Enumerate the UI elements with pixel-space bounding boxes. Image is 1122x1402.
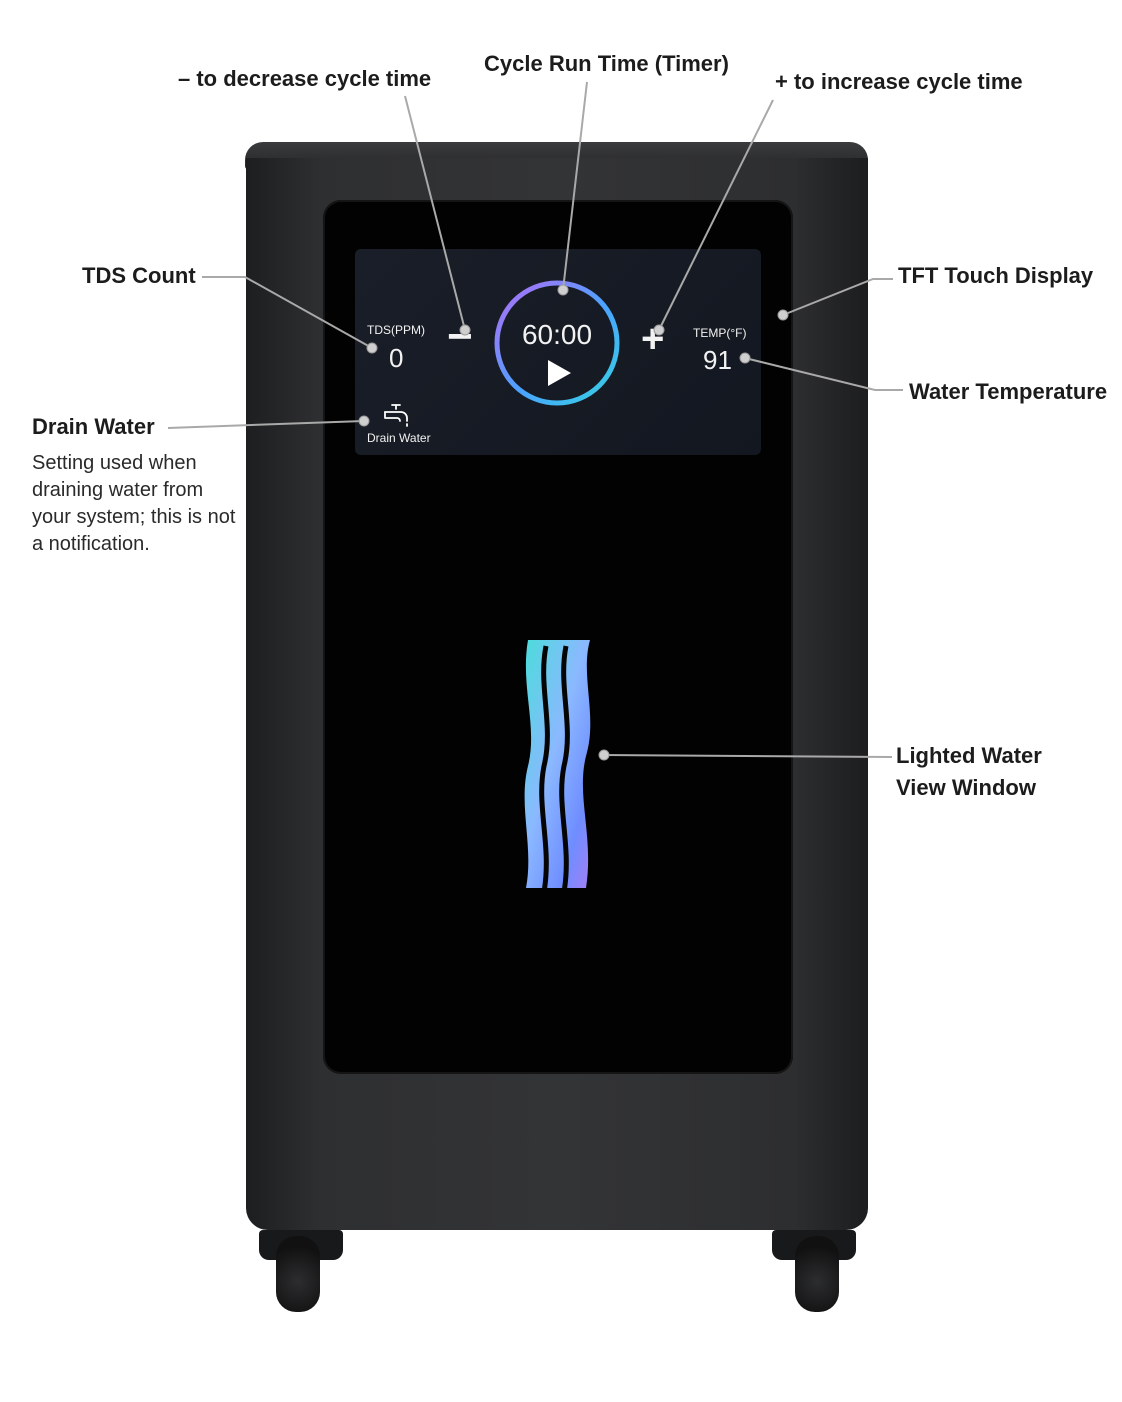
faucet-icon[interactable] <box>382 402 412 428</box>
tds-title: TDS(PPM) <box>367 323 425 337</box>
decrease-time-button[interactable]: − <box>447 312 473 361</box>
window-callout-line2: View Window <box>896 775 1036 800</box>
lighted-water-window <box>524 640 591 888</box>
temperature-callout: Water Temperature <box>909 379 1108 404</box>
temp-value: 91 <box>703 345 732 375</box>
temp-title: TEMP(°F) <box>693 326 747 340</box>
timer-callout: Cycle Run Time (Timer) <box>484 51 729 76</box>
decrease-callout: – to decrease cycle time <box>178 66 432 91</box>
tds-value: 0 <box>389 343 404 373</box>
increase-callout: + to increase cycle time <box>775 69 1023 94</box>
drain-water-button[interactable]: Drain Water <box>367 431 431 445</box>
window-callout-line1: Lighted Water <box>896 743 1042 768</box>
drain-description: Setting used when draining water from yo… <box>32 452 236 555</box>
caster-wheel-right <box>795 1236 839 1312</box>
drain-callout: Drain Water <box>32 414 155 439</box>
timer-value: 60:00 <box>521 319 593 350</box>
tds-callout: TDS Count <box>82 263 196 288</box>
caster-wheel-left <box>276 1236 320 1312</box>
tft-touch-display[interactable]: TDS(PPM) 0 − 60:00 + TEMP(°F) 91 Drain W… <box>355 249 761 455</box>
play-icon[interactable] <box>546 359 572 387</box>
tft-callout: TFT Touch Display <box>898 263 1094 288</box>
timer-ring <box>494 280 620 406</box>
